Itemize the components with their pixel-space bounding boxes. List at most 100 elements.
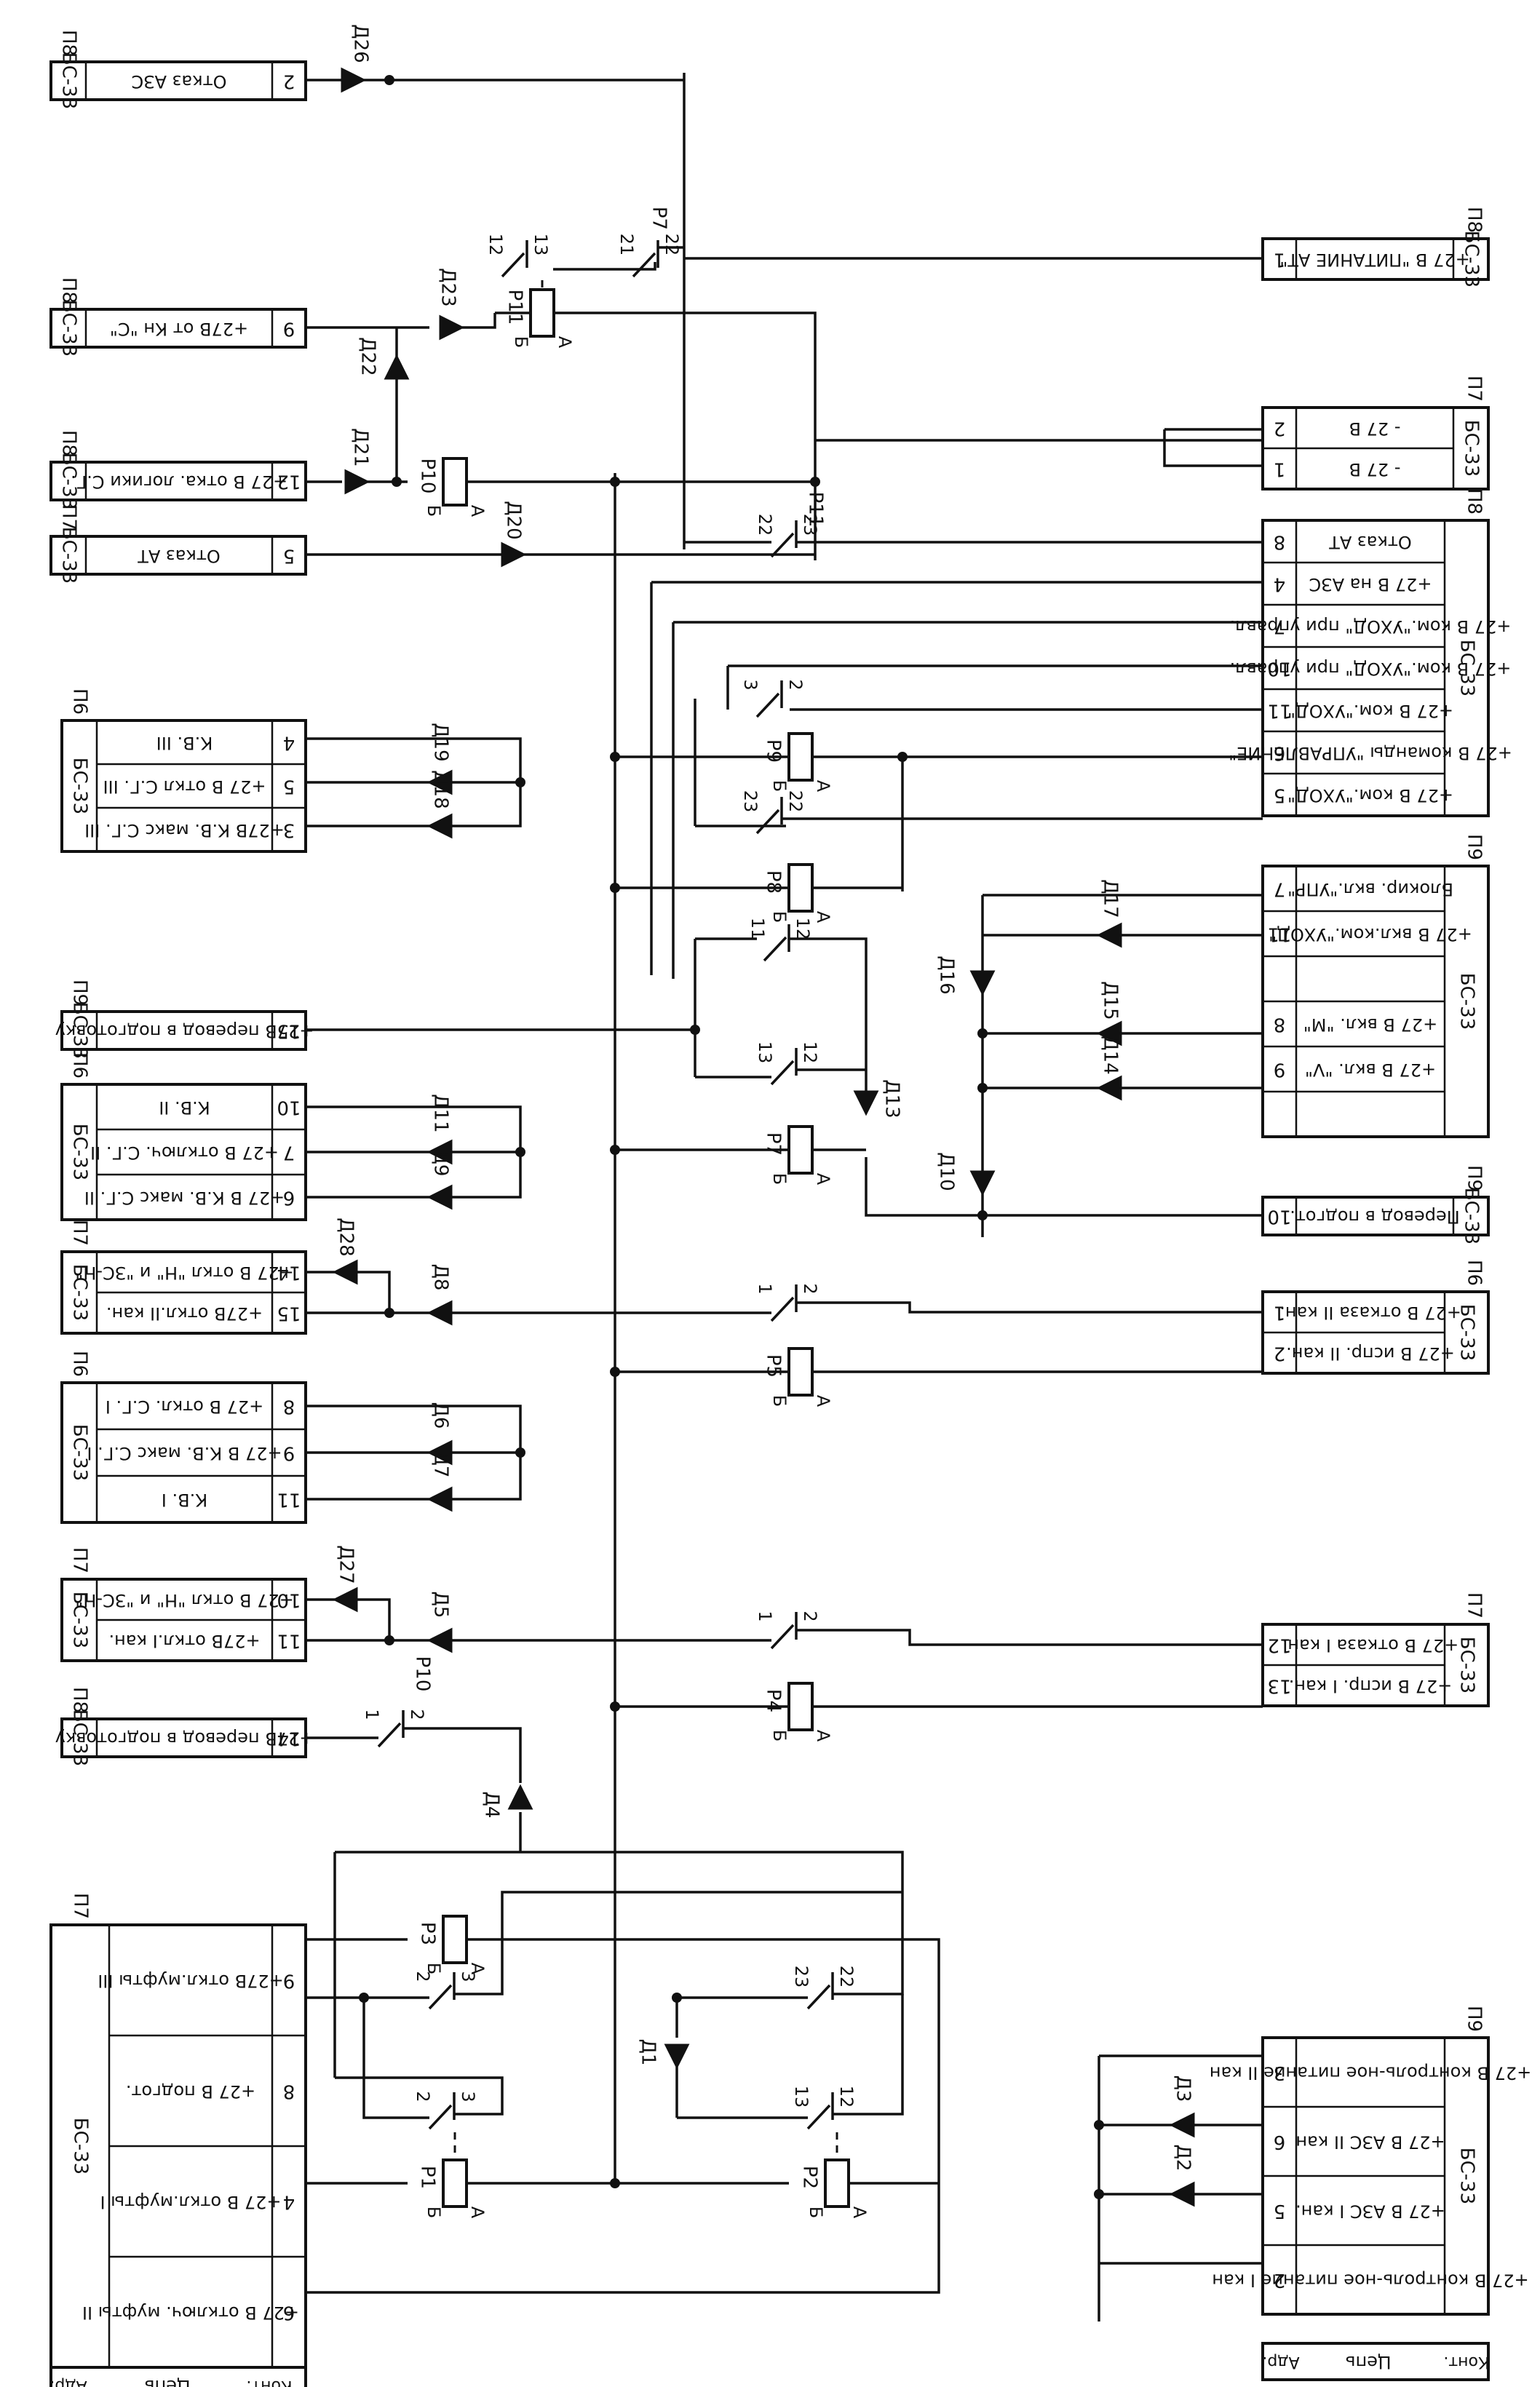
connector-plug: П6 bbox=[1464, 1260, 1485, 1286]
diode-triangle bbox=[426, 769, 453, 795]
connector-block-name: БС-33 bbox=[58, 52, 80, 109]
diode-label: Д14 bbox=[1100, 1036, 1122, 1074]
contact-number: 22 bbox=[662, 234, 682, 256]
connector-block-name: БС-33 bbox=[1461, 231, 1483, 287]
wire bbox=[553, 262, 656, 271]
diode-д7: Д7 bbox=[426, 1451, 453, 1512]
pin-number: 6 bbox=[1274, 2131, 1286, 2153]
pin-number: 6 bbox=[283, 1187, 295, 1209]
pin-circuit: +27 В отказа II кан. bbox=[1279, 1303, 1461, 1323]
connector-block-name: БС-33 bbox=[69, 1264, 91, 1321]
contact-number: 21 bbox=[616, 234, 637, 256]
contact-blade bbox=[806, 2104, 831, 2130]
connector-plug: П9 bbox=[1464, 1165, 1485, 1191]
diode-д8: Д8 bbox=[426, 1264, 453, 1326]
connector-frame bbox=[60, 1083, 307, 1221]
diode-д21: Д21 bbox=[344, 428, 372, 495]
connector-block-name: БС-33 bbox=[69, 1592, 91, 1648]
connector-plug: П7 bbox=[1464, 1592, 1485, 1619]
diode-label: Д2 bbox=[1172, 2145, 1194, 2172]
diode-д16: Д16 bbox=[936, 956, 996, 996]
diode-д5: Д5 bbox=[426, 1592, 453, 1653]
junction-dot bbox=[1094, 2189, 1104, 2199]
relay-id: Р7 bbox=[763, 1132, 785, 1156]
junction-dot bbox=[610, 1367, 620, 1377]
diode-д27: Д27 bbox=[332, 1545, 358, 1613]
relay-id: Р8 bbox=[763, 870, 785, 894]
pin-circuit: +27В откл.муфты III bbox=[98, 1971, 284, 1991]
relay-coil bbox=[442, 2158, 468, 2208]
relay-coil bbox=[787, 1347, 814, 1397]
relay-id: Р3 bbox=[417, 1922, 439, 1945]
pin-number: 14 bbox=[277, 1262, 301, 1284]
pin-circuit: Отказ АТ bbox=[1329, 532, 1412, 552]
connector-block-name: БС-33 bbox=[58, 300, 80, 357]
diode-triangle bbox=[969, 1170, 996, 1196]
contact-number: 1 bbox=[362, 1709, 382, 1720]
pin-circuit: +27 В К.В. макс С.Г. II bbox=[84, 1188, 285, 1208]
diode-label: Д7 bbox=[430, 1451, 452, 1478]
pin-number: 12 bbox=[1267, 1635, 1291, 1656]
diode-д6: Д6 bbox=[426, 1402, 453, 1466]
connector-block-name: БС-33 bbox=[1456, 2148, 1478, 2204]
pin-number: 15 bbox=[277, 1303, 301, 1324]
pin-circuit: +27 В "ПИТАНИЕ АТ" bbox=[1279, 250, 1469, 270]
connector-plug: П9 bbox=[1464, 834, 1485, 860]
diode-triangle bbox=[1169, 2181, 1195, 2207]
connector-frame bbox=[49, 461, 307, 501]
diode-д4: Д4 bbox=[481, 1784, 533, 1818]
pin-number: 8 bbox=[283, 2081, 295, 2102]
connector-plug: П8 bbox=[58, 430, 80, 456]
connector-plug: П8 bbox=[1464, 207, 1485, 233]
diode-triangle bbox=[969, 970, 996, 996]
pin-circuit: +27 В испр. II кан. bbox=[1286, 1343, 1455, 1364]
wires bbox=[306, 73, 1263, 2322]
pin-circuit: +27 В откл С.Г. III bbox=[103, 777, 266, 797]
diode-д9: Д9 bbox=[426, 1150, 453, 1210]
junction-dot bbox=[610, 477, 620, 487]
header-circuit: Цепь bbox=[1345, 2352, 1391, 2372]
connector-plug: П8 bbox=[1464, 488, 1485, 515]
diode-label: Д15 bbox=[1100, 981, 1122, 1020]
contact-number: 2 bbox=[800, 1610, 820, 1621]
diode-triangle bbox=[426, 1139, 453, 1165]
pin-number: 10 bbox=[1267, 1206, 1291, 1228]
diode-label: Д22 bbox=[357, 337, 379, 376]
contact-number: 12 bbox=[800, 1041, 820, 1064]
connector-plug: П9 bbox=[69, 980, 91, 1006]
connector-block-name: БС-33 bbox=[1461, 1188, 1483, 1244]
pin-number: 2 bbox=[1274, 2269, 1286, 2291]
relay-coil bbox=[442, 457, 468, 507]
junction-dot bbox=[610, 752, 620, 762]
contact-number: 23 bbox=[800, 514, 820, 536]
pin-circuit: +27 В команды "УПРАВЛЕНИЕ" bbox=[1229, 743, 1512, 763]
contact-number: 22 bbox=[785, 790, 806, 813]
relay-terminal-a: А bbox=[813, 911, 833, 924]
pin-number: 4 bbox=[283, 732, 295, 754]
diode-д15: Д15 bbox=[1096, 981, 1122, 1046]
pin-circuit: +27В перевод в подготовку bbox=[55, 1021, 314, 1041]
wire bbox=[454, 1891, 902, 1995]
contact-blade bbox=[755, 692, 780, 718]
relay-coil bbox=[824, 2158, 850, 2208]
diode-label: Д18 bbox=[430, 770, 452, 809]
pin-circuit: +27 В откл "Н" и "ЗС-Н" bbox=[75, 1263, 293, 1283]
diode-label: Д26 bbox=[350, 24, 372, 63]
relay-terminal-b: Б bbox=[424, 505, 444, 517]
